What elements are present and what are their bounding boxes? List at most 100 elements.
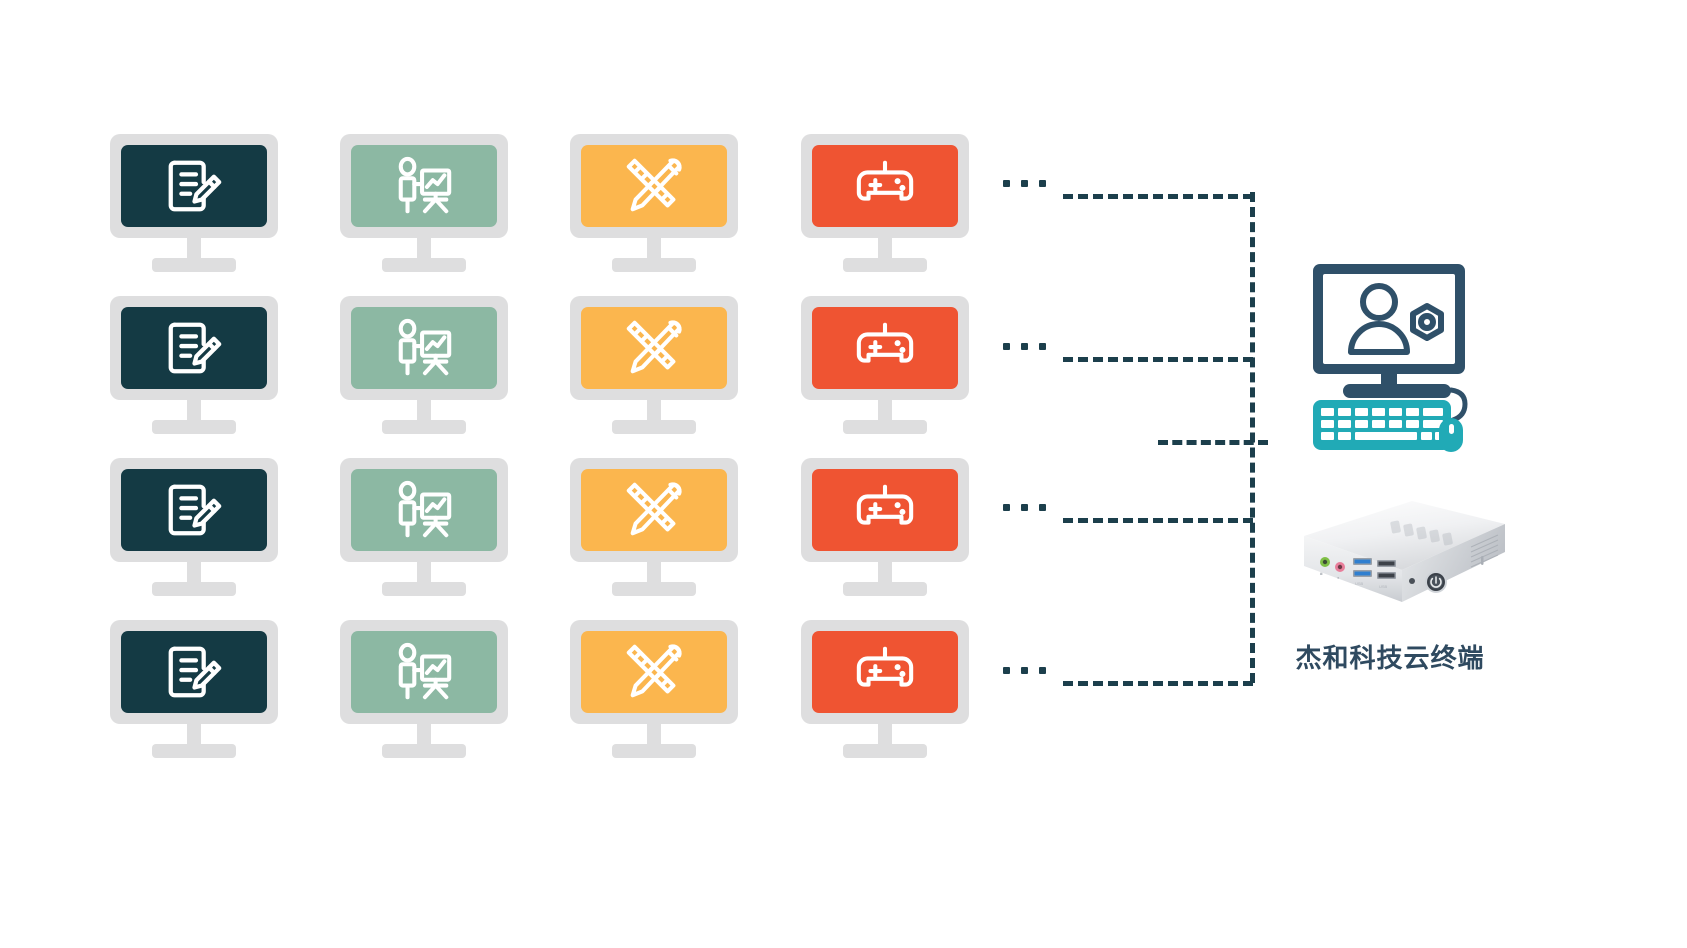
monitor-screen-design	[581, 469, 727, 551]
brand-emboss	[1390, 520, 1453, 546]
trunk-line	[1250, 192, 1255, 683]
monitor-base	[843, 420, 927, 434]
monitor-neck	[417, 400, 431, 422]
document-edit-icon	[168, 160, 222, 212]
client-monitor-document[interactable]	[110, 458, 278, 598]
ellipsis-4	[1003, 667, 1046, 674]
monitor-neck	[417, 562, 431, 584]
monitor-base	[843, 582, 927, 596]
presenter-chart-icon	[398, 480, 452, 538]
monitor-base	[612, 744, 696, 758]
gear-icon	[1410, 303, 1444, 341]
ellipsis-dot	[1039, 504, 1046, 511]
monitor-neck	[878, 400, 892, 422]
monitor-base	[612, 258, 696, 272]
ellipsis-dot	[1039, 343, 1046, 350]
monitor-base	[382, 420, 466, 434]
ellipsis-dot	[1003, 343, 1010, 350]
ellipsis-1	[1003, 180, 1046, 187]
branch-line-3	[1063, 518, 1253, 523]
ellipsis-dot	[1003, 504, 1010, 511]
client-monitor-design[interactable]	[570, 620, 738, 760]
branch-line-1	[1063, 194, 1253, 199]
monitor-neck	[187, 238, 201, 260]
power-button	[1425, 571, 1447, 593]
monitor-neck	[417, 724, 431, 746]
svg-text:USB: USB	[1379, 584, 1388, 589]
client-monitor-document[interactable]	[110, 134, 278, 274]
client-monitor-gaming[interactable]	[801, 458, 969, 598]
monitor-base	[843, 744, 927, 758]
client-monitor-gaming[interactable]	[801, 296, 969, 436]
usb2-ports	[1377, 560, 1396, 579]
monitor-neck	[187, 724, 201, 746]
monitor-screen-gaming	[812, 469, 958, 551]
monitor-neck	[187, 562, 201, 584]
presenter-chart-icon	[398, 156, 452, 214]
mini-pc-device: ◙ ● USB USB	[1262, 496, 1512, 614]
client-monitor-presentation[interactable]	[340, 134, 508, 274]
user-gear-icon	[1348, 283, 1410, 355]
svg-text:◙: ◙	[1320, 571, 1323, 576]
admin-terminal-station	[1285, 258, 1485, 458]
admin-station-graphic	[1313, 264, 1468, 452]
monitor-screen-gaming	[812, 631, 958, 713]
pencil-ruler-icon	[626, 644, 682, 698]
monitor-neck	[647, 400, 661, 422]
gamepad-icon	[856, 322, 914, 363]
monitor-screen-document	[121, 145, 267, 227]
monitor-neck	[647, 562, 661, 584]
ellipsis-3	[1003, 504, 1046, 511]
monitor-base	[152, 258, 236, 272]
presenter-chart-icon	[398, 642, 452, 700]
monitor-screen-presentation	[351, 631, 497, 713]
terminal-feed-line	[1158, 440, 1268, 445]
monitor-screen-document	[121, 469, 267, 551]
ellipsis-dot	[1039, 667, 1046, 674]
client-monitor-gaming[interactable]	[801, 620, 969, 760]
client-monitor-presentation[interactable]	[340, 620, 508, 760]
gamepad-icon	[856, 646, 914, 687]
presenter-chart-icon	[398, 318, 452, 376]
monitor-base	[152, 744, 236, 758]
gamepad-icon	[856, 160, 914, 201]
port-labels: ◙ ● USB USB	[1320, 571, 1388, 589]
client-monitor-design[interactable]	[570, 296, 738, 436]
monitor-screen-gaming	[812, 307, 958, 389]
client-monitor-design[interactable]	[570, 458, 738, 598]
monitor-screen-design	[581, 631, 727, 713]
mouse-icon	[1439, 418, 1463, 452]
audio-ports	[1320, 557, 1345, 572]
ellipsis-2	[1003, 343, 1046, 350]
monitor-base	[382, 744, 466, 758]
svg-text:●: ●	[1337, 575, 1340, 580]
side-notch	[1481, 556, 1484, 565]
monitor-base	[843, 258, 927, 272]
client-monitor-presentation[interactable]	[340, 458, 508, 598]
document-edit-icon	[168, 484, 222, 536]
monitor-neck	[417, 238, 431, 260]
monitor-neck	[647, 724, 661, 746]
client-monitor-presentation[interactable]	[340, 296, 508, 436]
client-monitor-document[interactable]	[110, 296, 278, 436]
ellipsis-dot	[1021, 343, 1028, 350]
usb3-ports	[1353, 558, 1372, 577]
monitor-screen-document	[121, 631, 267, 713]
client-monitor-design[interactable]	[570, 134, 738, 274]
monitor-base	[382, 582, 466, 596]
monitor-neck	[878, 238, 892, 260]
monitor-neck	[878, 562, 892, 584]
ellipsis-dot	[1003, 180, 1010, 187]
client-monitor-gaming[interactable]	[801, 134, 969, 274]
monitor-base	[612, 420, 696, 434]
keyboard-icon	[1313, 400, 1451, 450]
ellipsis-dot	[1003, 667, 1010, 674]
svg-text:USB: USB	[1355, 581, 1364, 586]
ellipsis-dot	[1021, 180, 1028, 187]
monitor-screen-design	[581, 307, 727, 389]
terminal-device-label: 杰和科技云终端	[1295, 643, 1485, 673]
monitor-screen-presentation	[351, 145, 497, 227]
gamepad-icon	[856, 484, 914, 525]
client-monitor-document[interactable]	[110, 620, 278, 760]
